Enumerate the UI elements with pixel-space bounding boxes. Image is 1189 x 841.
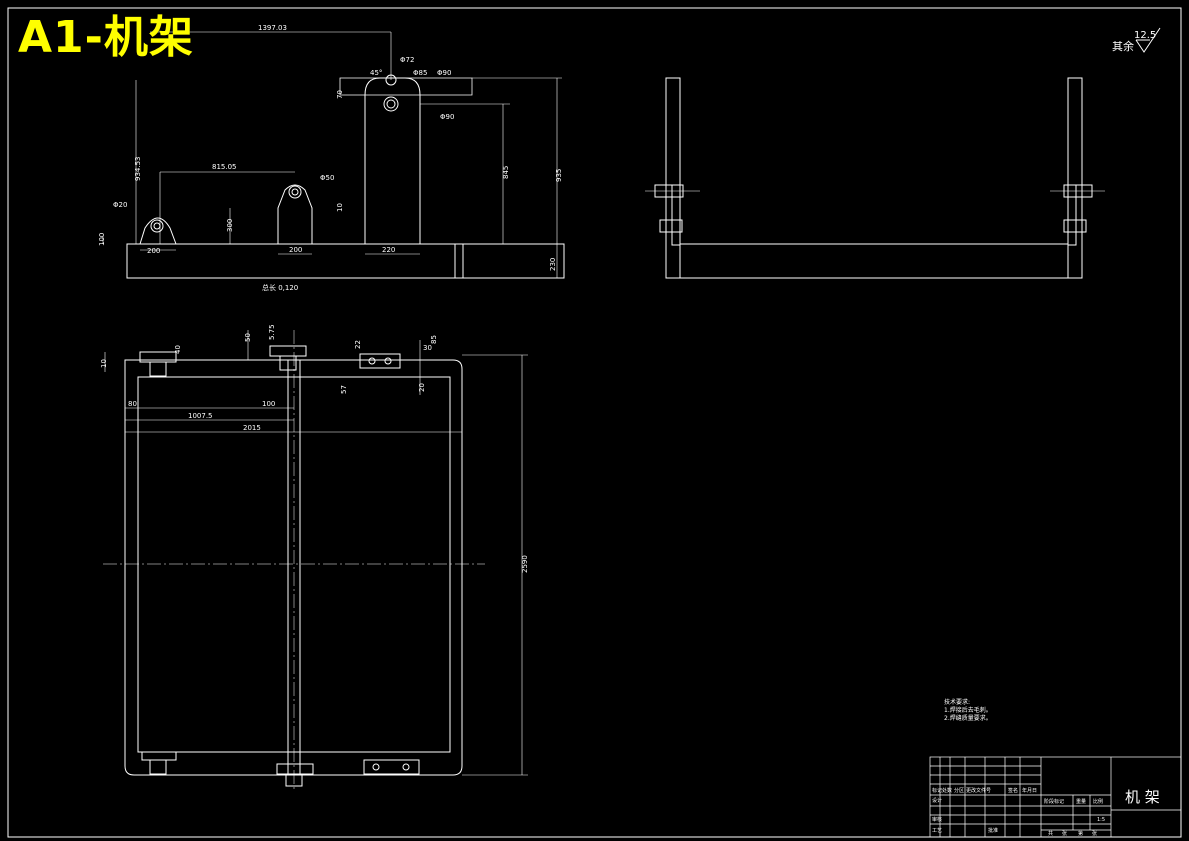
roughness-symbol: 其余 12.5: [1112, 27, 1161, 53]
left-column: [665, 77, 681, 279]
dim-d50: 50: [244, 333, 252, 342]
dim-height-mid: 845: [502, 166, 510, 179]
dim-width-total: 2015: [243, 424, 261, 432]
dim-hole-d: Φ90: [440, 113, 454, 121]
dim-d22: 22: [354, 340, 362, 349]
tall-post: [364, 77, 421, 244]
tb-mid-label-2: 比例: [1093, 798, 1103, 805]
tb-row-label-5: 年月日: [1022, 787, 1037, 794]
dim-hole-a: Φ72: [400, 56, 414, 64]
dim-d40: 40: [174, 345, 182, 354]
tb-scale: 1:5: [1097, 817, 1105, 823]
dim-hole-small: Φ20: [113, 201, 127, 209]
dim-hole-b: Φ85: [413, 69, 427, 77]
dim-left-width: 200: [147, 247, 160, 255]
front-view-dims: 1397.03 934.53 815.05 935 845 230 Φ20 Φ5…: [98, 24, 563, 292]
dim-d20: 20: [418, 383, 426, 392]
side-view: [645, 77, 1105, 279]
tb-row-label-0: 标记: [932, 787, 942, 794]
sheet-label: A1-机架: [18, 12, 194, 63]
dim-left-height: 934.53: [134, 157, 142, 182]
dim-block-height: 300: [226, 219, 234, 232]
tb-sheet-2: 第: [1078, 830, 1083, 837]
dim-overall-length: 1397.03: [258, 24, 287, 32]
top-view-dims: 2590 2015 1007.5 100 80 40 20 10 50 22 3…: [100, 324, 529, 573]
tb-sheet-3: 张: [1092, 830, 1097, 837]
mid-hole: [288, 185, 302, 199]
mid-block: [277, 184, 313, 244]
dim-d575: 5.75: [268, 324, 276, 340]
tb-row-label-2: 分区: [954, 787, 964, 794]
tb-left-label-1: 审核: [932, 816, 942, 823]
tb-left-label-0: 设计: [932, 797, 942, 804]
base-note: 总长 0,120: [262, 283, 298, 292]
notes-heading: 技术要求:: [944, 698, 970, 706]
dim-hole-c: Φ90: [437, 69, 451, 77]
dim-overall-height: 2590: [521, 555, 529, 573]
tb-sheet-1: 张: [1062, 830, 1067, 837]
dim-post-width: 220: [382, 246, 395, 254]
dim-left-h: 100: [98, 233, 106, 246]
tb-row-label-4: 签名: [1008, 787, 1018, 794]
title-block: [929, 756, 1182, 838]
front-view: [102, 31, 565, 279]
title-block-text: 标记 处数 分区 更改文件号 签名 年月日 设计 审核 工艺 批准 阶段标记 重…: [932, 787, 1160, 837]
dim-d57: 57: [340, 385, 348, 394]
dim-width-half: 1007.5: [188, 412, 213, 420]
dim-h70: 70: [336, 90, 344, 99]
dim-w100: 100: [262, 400, 275, 408]
dim-w80: 80: [128, 400, 137, 408]
technical-notes: 技术要求: 1.焊接后去毛刺。 2.焊缝质量要求。: [944, 698, 992, 722]
dim-hole-mid: Φ50: [320, 174, 334, 182]
base-beam: [126, 243, 565, 279]
right-column: [1067, 77, 1083, 279]
dim-d85: 85: [430, 335, 438, 344]
dim-height-total: 935: [555, 169, 563, 182]
roughness-prefix: 其余: [1112, 39, 1134, 53]
top-view: [103, 330, 528, 790]
dim-span-mid: 815.05: [212, 163, 237, 171]
outer-frame: [124, 359, 463, 776]
notes-line-1: 1.焊接后去毛刺。: [944, 706, 992, 714]
tb-row-label-3: 更改文件号: [966, 787, 991, 794]
left-hole: [150, 219, 164, 233]
tb-row-label-1: 处数: [942, 787, 952, 794]
dim-angle: 45°: [370, 69, 382, 77]
roughness-value: 12.5: [1134, 30, 1156, 41]
tb-mid-label-0: 阶段标记: [1044, 798, 1064, 805]
left-lug: [139, 217, 177, 245]
dim-base-height: 230: [549, 258, 557, 271]
part-name: 机 架: [1125, 788, 1160, 806]
tb-left-label-3: 批准: [988, 827, 998, 834]
tb-left-label-2: 工艺: [932, 828, 942, 834]
notes-line-2: 2.焊缝质量要求。: [944, 714, 992, 722]
sheet-border: [7, 7, 1182, 838]
tb-mid-label-1: 重量: [1076, 798, 1086, 805]
tb-sheet-0: 共: [1048, 830, 1053, 837]
top-hole: [383, 96, 399, 112]
dim-block-width: 200: [289, 246, 302, 254]
dim-d10: 10: [100, 359, 108, 368]
dim-h10: 10: [336, 203, 344, 212]
dim-d30: 30: [423, 344, 432, 352]
